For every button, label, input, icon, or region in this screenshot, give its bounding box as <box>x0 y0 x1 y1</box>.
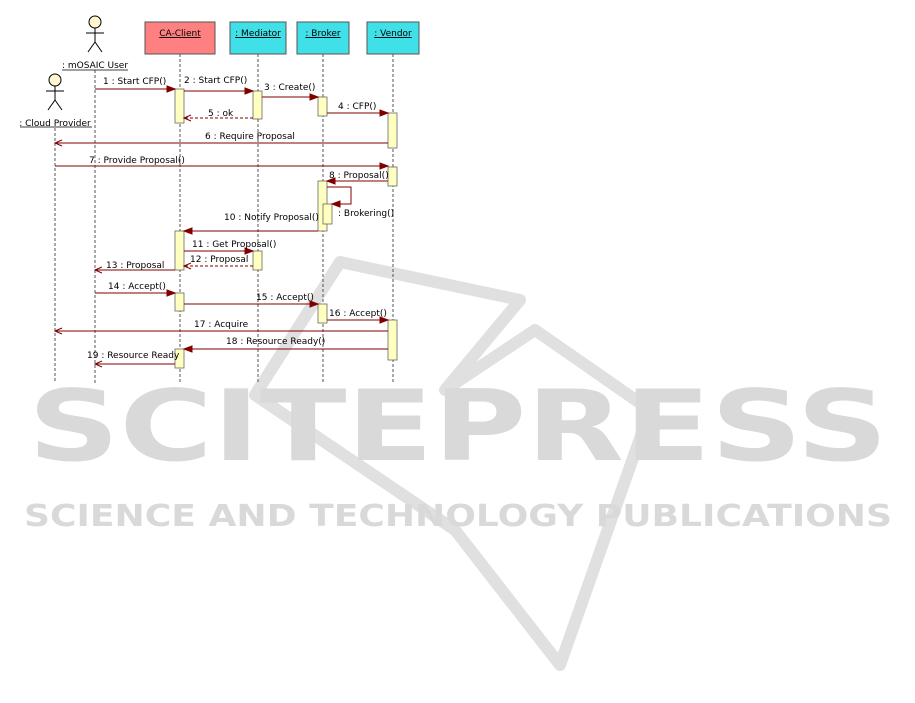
arrowhead-icon <box>244 247 255 255</box>
message-11-label: 11 : Get Proposal() <box>192 240 276 250</box>
arrowheads <box>53 85 390 368</box>
message-1-label: 1 : Start CFP() <box>103 77 166 87</box>
object-ca-client-label: CA-Client <box>159 29 201 39</box>
message-7-label: 7 : Provide Proposal() <box>89 156 185 166</box>
arrowhead-open-icon <box>53 327 63 335</box>
activation-ca-client-3 <box>174 292 185 312</box>
activation-ca-client-2 <box>174 230 185 271</box>
activation-broker-3 <box>317 303 328 324</box>
arrowhead-icon <box>182 227 193 235</box>
actor-mosaic-user-label: : mOSAIC User <box>62 61 128 71</box>
message-8-label: 8 : Proposal() <box>329 171 389 181</box>
activation-mediator-2 <box>252 250 263 271</box>
watermark-book-logo <box>249 256 656 671</box>
message-3-label: 3 : Create() <box>264 83 315 93</box>
message-9-line <box>327 186 352 205</box>
arrowhead-open-icon <box>182 114 192 122</box>
arrowhead-icon <box>166 289 177 297</box>
actor-mosaic-user <box>86 15 104 53</box>
messages <box>55 88 388 365</box>
message-labels: 1 : Start CFP() 2 : Start CFP() 3 : Crea… <box>87 76 394 361</box>
object-broker-label: : Broker <box>305 29 341 39</box>
object-ca-client: CA-Client <box>144 21 216 55</box>
arrowhead-icon <box>379 316 390 324</box>
arrowhead-open-icon <box>93 360 103 368</box>
object-vendor-label: : Vendor <box>374 29 412 39</box>
message-17-label: 17 : Acquire <box>194 320 249 330</box>
message-14-label: 14 : Accept() <box>108 282 166 292</box>
message-4-label: 4 : CFP() <box>338 102 376 112</box>
arrowhead-icon <box>379 109 390 117</box>
watermark-title: SCITEPRESS <box>28 370 888 484</box>
actor-head-icon <box>48 73 62 87</box>
message-16-label: 16 : Accept() <box>329 309 387 319</box>
object-mediator: : Mediator <box>229 21 287 55</box>
activation-vendor-1 <box>387 112 398 149</box>
message-6-label: 6 : Require Proposal <box>205 132 295 142</box>
arrowhead-icon <box>166 85 177 93</box>
arrowhead-open-icon <box>93 266 103 274</box>
watermark: SCITEPRESS SCIENCE AND TECHNOLOGY PUBLIC… <box>24 256 892 671</box>
message-10-label: 10 : Notify Proposal() <box>224 213 319 223</box>
arrowhead-open-icon <box>182 262 192 270</box>
message-18-label: 18 : Resource Ready() <box>226 337 325 347</box>
message-12-label: 12 : Proposal <box>190 255 248 265</box>
message-13-label: 13 : Proposal <box>106 261 164 271</box>
arrowhead-icon <box>309 93 320 101</box>
message-15-label: 15 : Accept() <box>256 293 314 303</box>
message-5-label: 5 : ok <box>208 109 234 119</box>
activation-ca-client-4 <box>174 348 185 369</box>
arrowhead-icon <box>330 200 341 208</box>
arrowhead-icon <box>379 162 390 170</box>
activation-vendor-2 <box>387 166 398 187</box>
arrowhead-icon <box>309 300 320 308</box>
object-mediator-label: : Mediator <box>235 29 281 39</box>
message-9-label: : Brokering() <box>338 209 394 219</box>
watermark-subtitle: SCIENCE AND TECHNOLOGY PUBLICATIONS <box>24 499 892 534</box>
actor-cloud-provider <box>46 73 64 111</box>
arrowhead-icon <box>244 87 255 95</box>
arrowhead-icon <box>325 177 336 185</box>
activation-ca-client-1 <box>174 88 185 124</box>
actor-cloud-provider-label: : Cloud Provider <box>19 119 91 129</box>
arrowhead-open-icon <box>53 139 63 147</box>
arrowhead-icon <box>182 345 193 353</box>
activation-broker-self <box>322 203 333 225</box>
activation-broker-1 <box>317 96 328 117</box>
message-19-label: 19 : Resource Ready <box>87 351 180 361</box>
activation-vendor-3 <box>387 319 398 361</box>
object-broker: : Broker <box>296 21 350 55</box>
message-2-label: 2 : Start CFP() <box>184 76 247 86</box>
object-vendor: : Vendor <box>366 21 420 55</box>
actor-head-icon <box>88 15 102 29</box>
activation-mediator-1 <box>252 90 263 120</box>
